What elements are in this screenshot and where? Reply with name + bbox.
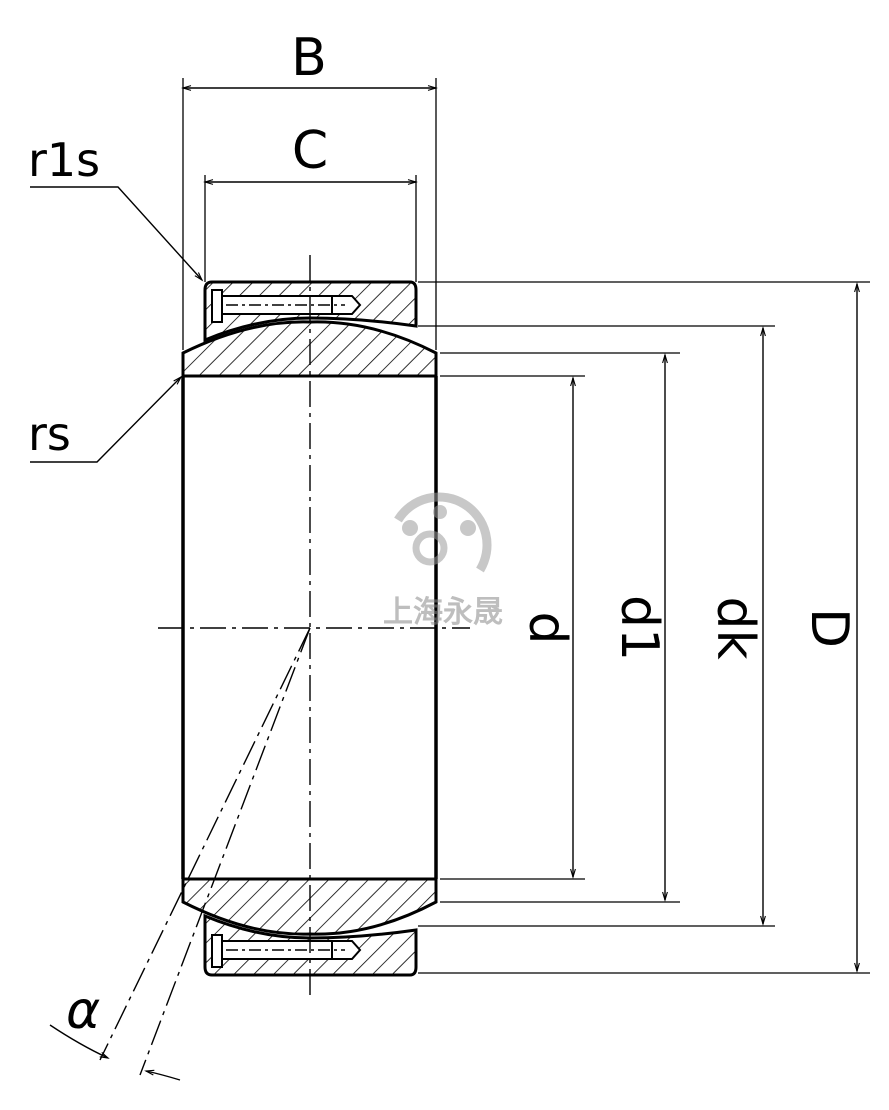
bearing-logo-icon xyxy=(394,492,492,573)
dimension-dk: dk xyxy=(705,326,766,926)
center-lines xyxy=(99,255,470,1076)
dim-label-d: d xyxy=(517,611,577,644)
watermark-text: 上海永晟 xyxy=(383,595,503,630)
extension-lines xyxy=(182,78,870,974)
dim-label-c: C xyxy=(292,121,328,181)
dimension-d1: d1 xyxy=(609,353,669,902)
label-r1s: r1s xyxy=(28,133,100,187)
dim-label-b: B xyxy=(291,28,327,88)
dimension-d: d xyxy=(517,376,577,879)
dimension-B: B xyxy=(181,28,438,91)
watermark: 上海永晟 xyxy=(383,492,503,630)
angle-alpha: α xyxy=(49,981,181,1081)
label-alpha: α xyxy=(66,981,100,1041)
dim-label-dk: dk xyxy=(705,596,765,659)
dimension-D: D xyxy=(799,282,860,973)
leader-rs: rs xyxy=(28,375,183,463)
dim-label-d1: d1 xyxy=(609,595,669,661)
dim-label-big-d: D xyxy=(799,608,859,648)
leader-r1s: r1s xyxy=(28,133,204,282)
label-rs: rs xyxy=(28,407,71,461)
dimension-C: C xyxy=(203,121,418,185)
